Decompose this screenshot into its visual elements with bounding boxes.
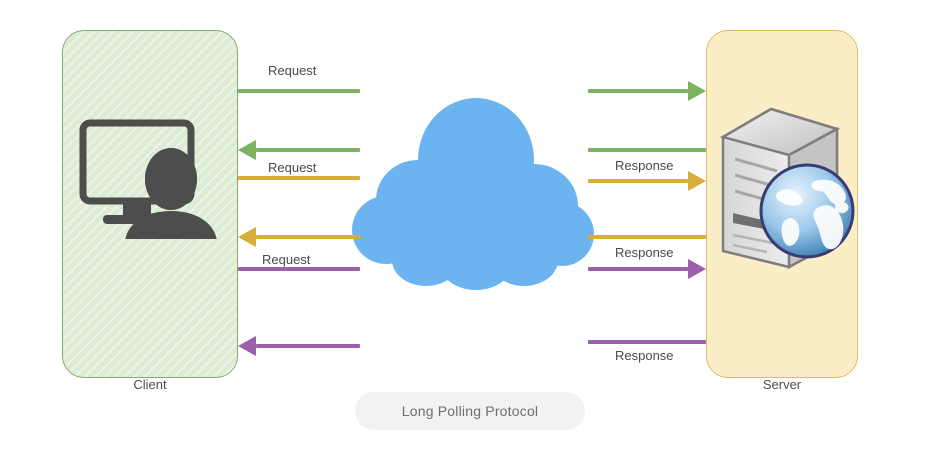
arrow-head-response-2-to-client (238, 227, 256, 247)
flow-line-request-2-out (238, 176, 360, 180)
server-tower-globe-icon (715, 101, 855, 281)
flow-line-request-3-in (588, 267, 688, 271)
flow-line-request-1-in (588, 89, 688, 93)
flow-line-response-1-to-client (256, 148, 360, 152)
arrow-head-request-3-in (688, 259, 706, 279)
server-label: Server (762, 377, 802, 392)
flow-label-request-1: Request (268, 63, 317, 78)
flow-label-response-1: Response (615, 158, 674, 173)
flow-line-response-3-to-client (256, 344, 360, 348)
flow-label-request-3: Request (262, 252, 311, 267)
client-label: Client (133, 377, 167, 392)
client-node: Client (62, 30, 238, 392)
flow-line-response-3-out (588, 340, 706, 344)
arrow-head-request-2-in (688, 171, 706, 191)
arrow-head-request-1-in (688, 81, 706, 101)
flow-line-response-2-out (588, 235, 706, 239)
arrow-head-response-1-to-client (238, 140, 256, 160)
cloud-icon (352, 88, 594, 300)
arrow-head-response-3-to-client (238, 336, 256, 356)
flow-line-request-1-out (238, 89, 360, 93)
flow-line-request-2-in (588, 179, 688, 183)
flow-line-response-1-out (588, 148, 706, 152)
server-node: Server (706, 30, 858, 392)
flow-label-response-2: Response (615, 245, 674, 260)
caption-pill: Long Polling Protocol (355, 392, 585, 430)
flow-line-request-3-out (238, 267, 360, 271)
flow-line-response-2-to-client (256, 235, 360, 239)
flow-label-response-3: Response (615, 348, 674, 363)
flow-label-request-2: Request (268, 160, 317, 175)
caption-text: Long Polling Protocol (401, 403, 539, 419)
user-monitor-icon (75, 119, 227, 241)
